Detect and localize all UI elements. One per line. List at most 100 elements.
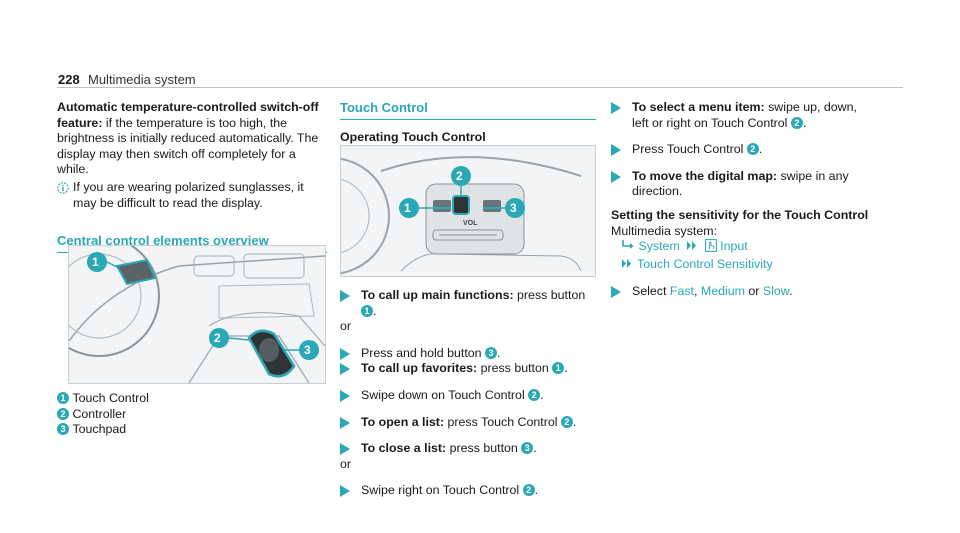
step-lead: To move the digital map:: [632, 168, 778, 183]
temperature-paragraph: Automatic temperature-controlled switch-…: [57, 100, 327, 178]
arrow-bullet-icon: [611, 144, 621, 157]
legend-label: Touchpad: [72, 422, 127, 437]
column-left: Automatic temperature-controlled switch-…: [57, 100, 327, 254]
step-select-menu-item: To select a menu item: swipe up, down, l…: [611, 100, 871, 131]
step-text: press button: [446, 441, 522, 456]
option-slow: Slow: [762, 284, 790, 299]
menu-input-link: Input: [720, 239, 748, 254]
section-rule: [340, 119, 596, 120]
arrow-bullet-icon: [340, 389, 350, 402]
callout-badge: 2: [560, 415, 573, 428]
step-lead: To call up favorites:: [361, 361, 478, 376]
step-text: swipe up, down, left or right on Touch C…: [632, 100, 857, 130]
temperature-paragraph-text: if the temperature is too high, the brig…: [57, 115, 319, 177]
arrow-bullet-icon: [611, 286, 621, 299]
arrow-bullet-icon: [611, 102, 621, 114]
legend-label: Touch Control: [72, 391, 149, 405]
figure-callout-1: 1: [92, 255, 99, 269]
option-medium: Medium: [700, 284, 745, 299]
note: If you are wearing polarized sunglasses,…: [57, 180, 327, 211]
double-chevron-icon: [621, 258, 633, 274]
callout-badge: 2: [528, 388, 541, 401]
callout-badge: 3: [485, 346, 497, 359]
step-lead: To open a list:: [361, 414, 445, 429]
menu-path: System Input: [611, 239, 871, 257]
hand-input-icon: [704, 239, 717, 257]
legend-number: 3: [57, 423, 69, 436]
legend-item: 3 Touchpad: [57, 422, 317, 438]
or-text: or: [340, 319, 352, 334]
arrow-bullet-icon: [340, 347, 350, 360]
callout-badge: 3: [521, 442, 534, 455]
legend-item: 2 Controller: [57, 407, 317, 423]
option-or: or: [744, 284, 763, 299]
touch-control-steps: To call up main functions: press button …: [340, 288, 596, 499]
step-close-list: To close a list: press button 3.: [340, 441, 596, 457]
interior-overview-figure: 1 2 3: [68, 245, 326, 384]
page-header-title: Multimedia system: [88, 72, 196, 87]
callout-badge: 1: [552, 362, 565, 375]
step-text: Swipe down on Touch Control: [361, 387, 529, 402]
arrow-bullet-icon: [340, 416, 350, 429]
page-number: 228: [58, 72, 80, 87]
arrow-bullet-icon: [611, 170, 621, 183]
subheading-operating: Operating Touch Control: [340, 130, 486, 144]
step-swipe-down: Swipe down on Touch Control 2.: [340, 388, 596, 404]
temperature-paragraph-lead: Automatic temperature-controlled switch-…: [57, 100, 319, 130]
option-fast: Fast: [669, 284, 694, 299]
info-icon: [57, 182, 69, 197]
figure-callout-3: 3: [304, 343, 311, 357]
figure-callout-1: 1: [404, 201, 411, 215]
step-text: press Touch Control: [444, 414, 561, 429]
legend-label: Controller: [72, 406, 127, 421]
step-open-list: To open a list: press Touch Control 2.: [340, 415, 596, 431]
figure-callout-3: 3: [510, 201, 517, 215]
arrow-bullet-icon: [340, 485, 350, 498]
legend-item: 1 Touch Control: [57, 391, 317, 407]
menu-system-link: System: [638, 239, 680, 254]
callout-badge: 2: [790, 116, 803, 129]
or-text: or: [340, 456, 352, 471]
step-press-touch-control: Press Touch Control 2.: [611, 142, 871, 158]
step-text: Press Touch Control: [632, 142, 747, 157]
step-text: Swipe right on Touch Control: [361, 483, 523, 498]
note-text: If you are wearing polarized sunglasses,…: [73, 179, 304, 210]
column-right: To select a menu item: swipe up, down, l…: [611, 100, 871, 300]
step-select-sensitivity: Select Fast, Medium or Slow.: [611, 284, 871, 300]
step-text: press button: [513, 288, 586, 302]
double-chevron-icon: [686, 240, 698, 256]
setting-subheading: Multimedia system:: [611, 223, 718, 238]
step-lead: To close a list:: [361, 441, 447, 456]
step-lead: To call up main functions:: [361, 288, 514, 302]
column-middle: Touch Control Operating Touch Control: [340, 100, 596, 146]
header-divider: [57, 87, 903, 88]
vol-label: VOL: [463, 220, 478, 227]
legend-number: 2: [57, 407, 69, 420]
step-press-hold: Press and hold button 3.: [340, 346, 596, 362]
figure-legend: 1 Touch Control 2 Controller 3 Touchpad: [57, 391, 317, 438]
step-text: swipe in any direction.: [632, 168, 849, 199]
step-text: press button: [477, 361, 553, 376]
figure-callout-2: 2: [214, 331, 221, 345]
callout-badge: 2: [522, 484, 535, 497]
step-text: Press and hold button: [361, 345, 485, 360]
menu-sensitivity-link: Touch Control Sensitivity: [637, 256, 773, 271]
step-main-functions: To call up main functions: press button …: [340, 288, 596, 319]
step-text: Select: [632, 284, 670, 299]
step-swipe-right: Swipe right on Touch Control 2.: [340, 483, 596, 499]
section-heading-touch-control: Touch Control: [340, 100, 428, 115]
step-favorites: To call up favorites: press button 1.: [340, 361, 596, 377]
callout-badge: 2: [746, 143, 759, 156]
step-move-map: To move the digital map: swipe in any di…: [611, 169, 871, 200]
menu-path-sensitivity: Touch Control Sensitivity: [611, 257, 871, 274]
setting-heading: Setting the sensitivity for the Touch Co…: [611, 207, 869, 222]
step-lead: To select a menu item:: [632, 100, 765, 114]
menu-path-icon: [621, 240, 635, 256]
figure-callout-2: 2: [456, 169, 463, 183]
touch-control-figure: 2 1 3 VOL: [340, 145, 596, 277]
section-heading-overview: Central control elements overview: [57, 233, 269, 249]
callout-badge: 1: [361, 304, 373, 317]
arrow-bullet-icon: [340, 443, 350, 456]
arrow-bullet-icon: [340, 290, 350, 302]
arrow-bullet-icon: [340, 363, 350, 376]
